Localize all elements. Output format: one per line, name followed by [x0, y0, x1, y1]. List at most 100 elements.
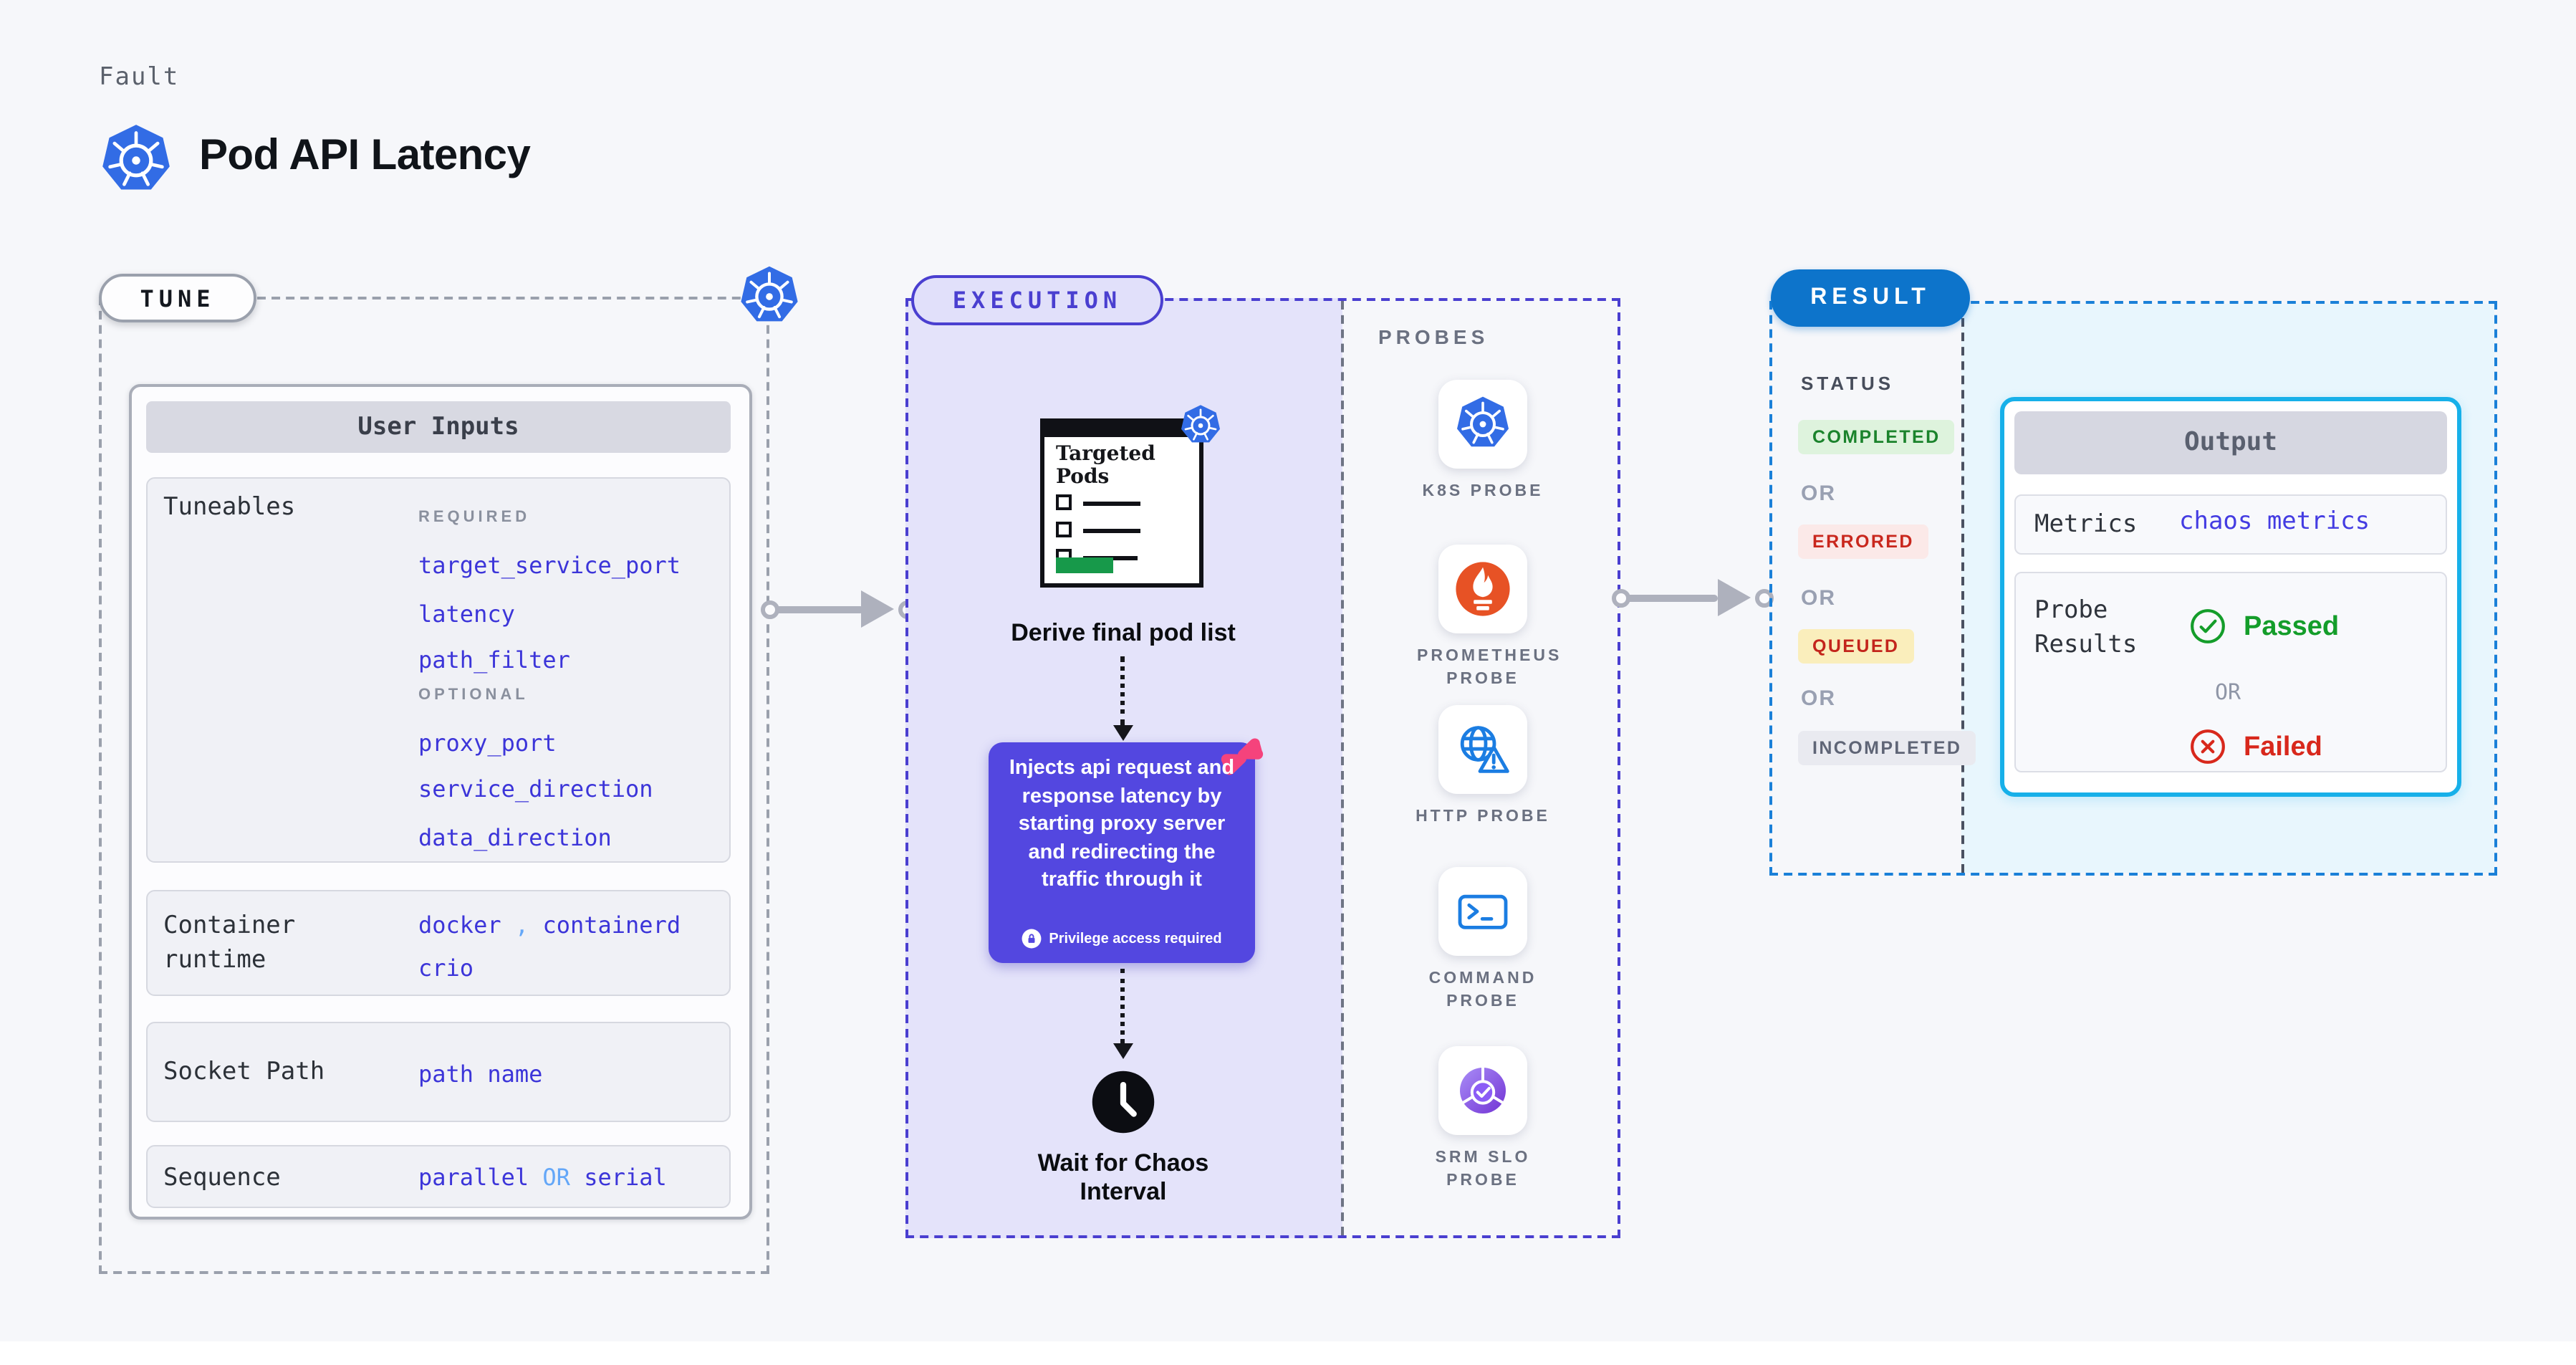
status-badge-completed: COMPLETED: [1798, 420, 1955, 454]
tuneable-service-direction: service_direction: [418, 775, 653, 803]
tune-to-execution-arrow: [761, 589, 926, 629]
runtime-crio: crio: [418, 954, 474, 982]
optional-label: OPTIONAL: [418, 686, 529, 704]
prometheus-icon: [1454, 560, 1512, 618]
metrics-row: [2014, 494, 2447, 555]
probe-label-command: COMMAND PROBE: [1428, 970, 1537, 1010]
execution-section-box: [905, 298, 1620, 1238]
probe-label-srm-slo: SRM SLO PROBE: [1435, 1149, 1531, 1189]
sequence-serial: serial: [584, 1164, 667, 1191]
bottom-band: [0, 1341, 2576, 1365]
kubernetes-icon: [738, 265, 801, 328]
fault-kicker: Fault: [99, 63, 180, 92]
arrow-line: [775, 605, 864, 613]
tuneables-label: Tuneables: [163, 493, 296, 522]
kubernetes-icon: [99, 123, 173, 198]
output-header: Output: [2014, 411, 2447, 474]
probe-card-k8s: [1438, 380, 1527, 469]
status-badge-errored: ERRORED: [1798, 525, 1928, 559]
probe-card-http: [1438, 705, 1527, 794]
runtime-containerd: containerd: [542, 911, 681, 939]
metrics-label: Metrics: [2034, 510, 2138, 539]
sequence-parallel: parallel: [418, 1164, 529, 1191]
user-inputs-header: User Inputs: [146, 401, 731, 453]
privilege-row: Privilege access required: [989, 929, 1255, 949]
socket-path-label: Socket Path: [163, 1058, 325, 1086]
tuneables-row: [146, 477, 731, 863]
probes-header: PROBES: [1378, 325, 1489, 348]
connector-dotted-line: [1120, 656, 1125, 725]
probe-card-prometheus: [1438, 545, 1527, 633]
runtime-comma: ,: [514, 911, 529, 939]
privilege-label: Privilege access required: [1049, 931, 1222, 947]
kubernetes-icon: [1179, 404, 1222, 447]
result-status-divider: [1961, 304, 1964, 873]
tuneable-target-service-port: target_service_port: [418, 552, 681, 579]
container-runtime-label: Container runtime: [163, 911, 296, 974]
page-title: Pod API Latency: [199, 132, 531, 179]
wait-chaos-interval-label: Wait for Chaos Interval: [1037, 1149, 1209, 1205]
passed-label: Passed: [2244, 612, 2340, 642]
sequence-label: Sequence: [163, 1164, 281, 1192]
inject-description-card: [989, 742, 1255, 963]
window-titlebar: [1044, 423, 1199, 437]
execution-badge: EXECUTION: [911, 275, 1163, 325]
tuneable-proxy-port: proxy_port: [418, 729, 557, 757]
derive-pod-list-label: Derive final pod list: [1011, 619, 1236, 646]
clock-icon: [1090, 1069, 1156, 1135]
execution-probes-divider: [1341, 301, 1344, 1235]
targeted-pods-window: Targeted Pods: [1040, 418, 1203, 588]
failed-label: Failed: [2244, 732, 2322, 762]
probe-card-srm-slo: [1438, 1046, 1527, 1135]
sequence-or: OR: [542, 1164, 570, 1191]
pod-checkbox: [1056, 494, 1072, 510]
tuneable-path-filter: path_filter: [418, 646, 570, 674]
pods-window-button: [1056, 557, 1113, 573]
socket-path-value: path name: [418, 1060, 543, 1088]
result-badge: RESULT: [1771, 269, 1970, 327]
tune-section-box: [99, 297, 769, 1274]
tune-badge: TUNE: [99, 274, 256, 322]
required-label: REQUIRED: [418, 509, 531, 526]
status-badge-incompleted: INCOMPLETED: [1798, 731, 1976, 765]
pod-list-line: [1083, 529, 1140, 532]
or-label: OR: [1801, 586, 1836, 610]
connector-dotted-line: [1120, 969, 1125, 1043]
tuneable-latency: latency: [418, 600, 515, 628]
passed-check-icon: [2189, 608, 2226, 645]
result-section-box: [1769, 301, 2497, 876]
arrow-line: [1626, 594, 1718, 601]
probe-card-command: [1438, 867, 1527, 956]
or-label: OR: [1801, 482, 1836, 506]
command-probe-icon: [1454, 883, 1512, 940]
connector-arrowhead: [1113, 1043, 1133, 1059]
sequence-row: [146, 1145, 731, 1208]
probe-label-prometheus: PROMETHEUS PROBE: [1417, 648, 1562, 688]
probe-results-label: Probe Results: [2034, 596, 2138, 659]
execution-to-result-arrow: [1612, 578, 1779, 618]
http-probe-icon: [1454, 721, 1512, 778]
metrics-value: chaos metrics: [2179, 507, 2370, 536]
pod-checkbox: [1056, 522, 1072, 537]
inject-description: Injects api request and response latency…: [1009, 757, 1235, 891]
status-header: STATUS: [1801, 373, 1895, 394]
lock-icon: [1022, 929, 1042, 949]
or-label: OR: [1801, 686, 1836, 711]
arrow-head: [861, 590, 894, 628]
tuneable-data-direction: data_direction: [418, 824, 612, 851]
status-badge-queued: QUEUED: [1798, 629, 1914, 664]
probe-label-http: HTTP PROBE: [1416, 808, 1550, 825]
kubernetes-icon: [1454, 396, 1512, 453]
connector-arrowhead: [1113, 725, 1133, 741]
probe-label-k8s: K8S PROBE: [1422, 483, 1544, 500]
pod-list-line: [1083, 502, 1140, 505]
targeted-pods-title: Targeted Pods: [1056, 443, 1155, 489]
or-label: OR: [2215, 679, 2241, 705]
runtime-docker: docker: [418, 911, 501, 939]
sequence-values: parallel OR serial: [418, 1164, 667, 1191]
srm-slo-probe-icon: [1454, 1062, 1512, 1119]
probe-results-row: [2014, 572, 2447, 772]
container-runtime-values: docker , containerd: [418, 911, 681, 939]
